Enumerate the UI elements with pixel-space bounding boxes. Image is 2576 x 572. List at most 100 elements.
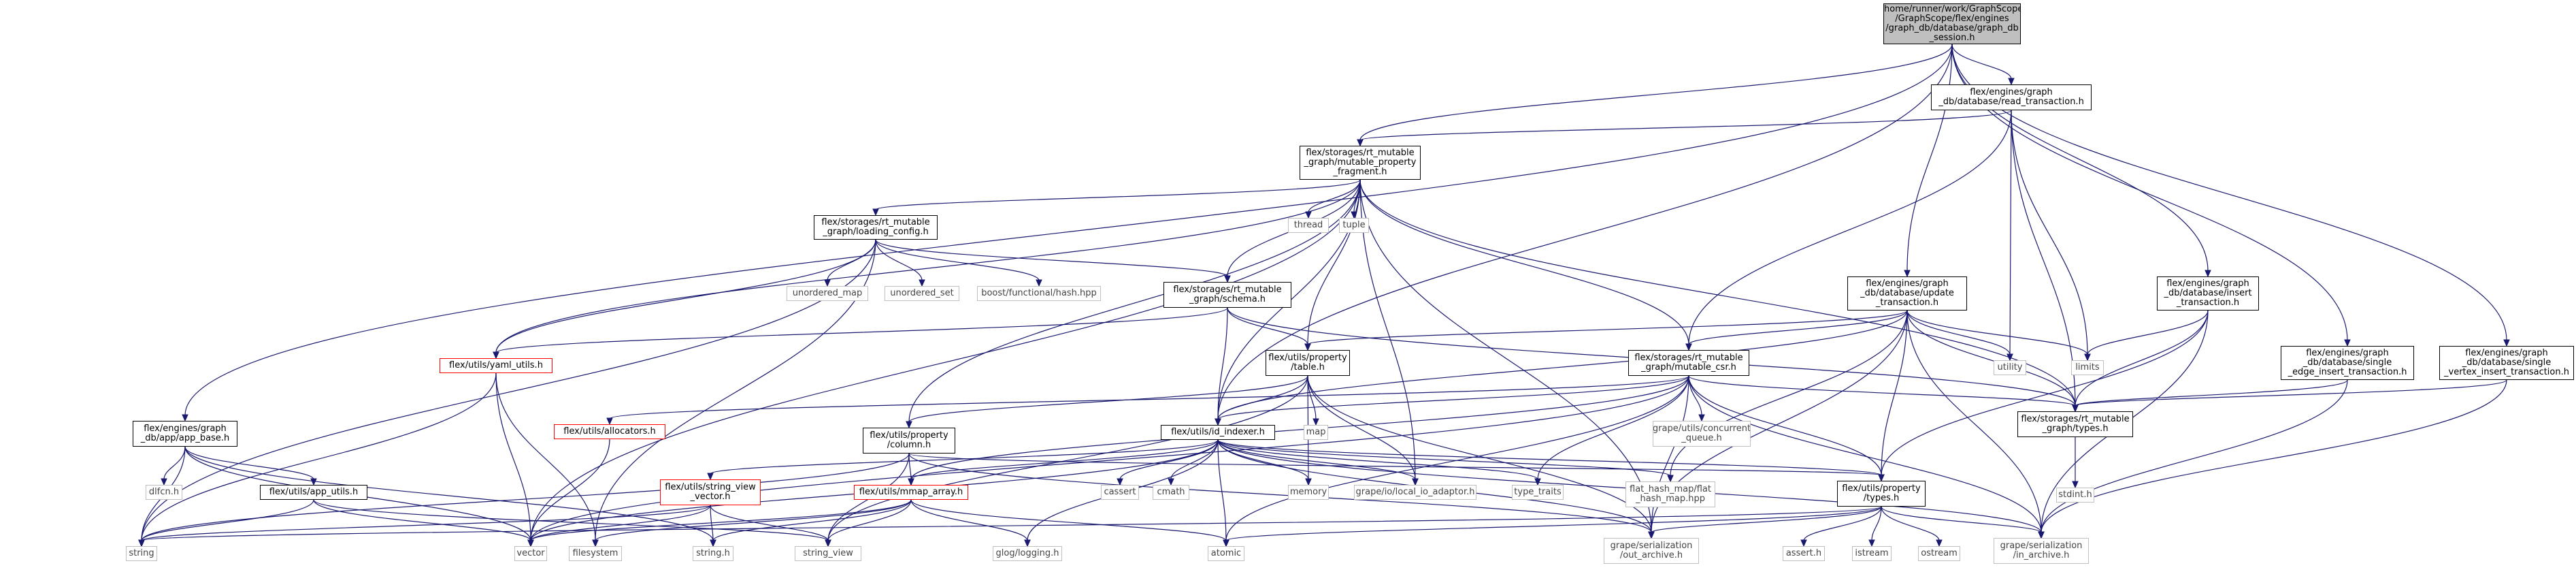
node-vector: vector (514, 546, 547, 561)
include-edge (1170, 439, 1219, 480)
edge-arrowhead (1698, 414, 1705, 422)
include-edge (910, 499, 1227, 541)
include-edge (2075, 379, 2348, 407)
include-edge (1651, 506, 1882, 533)
node-flex-engines-graph-db-database-read-transaction-h[interactable]: flex/engines/graph _db/database/read_tra… (1931, 84, 2092, 110)
edge-arrowhead (1800, 539, 1807, 547)
node-glog-logging-h: glog/logging.h (993, 546, 1062, 561)
edge-arrowhead (182, 414, 188, 422)
include-edge (141, 499, 314, 541)
include-edge (1225, 375, 1689, 541)
include-edge (1217, 439, 1416, 480)
edge-arrowhead (1036, 279, 1042, 287)
include-edge (1688, 310, 1908, 345)
node-flex-storages-rt-mutable-graph-mutable-csr-h[interactable]: flex/storages/rt_mutable _graph/mutable_… (1628, 350, 1749, 376)
edge-arrowhead (2072, 481, 2079, 489)
include-edge (875, 239, 1228, 277)
node-flex-utils-mmap-array-h[interactable]: flex/utils/mmap_array.h (854, 485, 968, 500)
include-edge (710, 439, 1219, 475)
include-edge (712, 499, 912, 541)
include-edge (1307, 179, 1361, 345)
node-flex-storages-rt-mutable-graph-loading-config-h[interactable]: flex/storages/rt_mutable _graph/loading_… (814, 215, 938, 240)
node-cmath: cmath (1153, 485, 1189, 500)
edge-arrowhead (1304, 343, 1311, 351)
node-ostream: ostream (1918, 546, 1960, 561)
node-atomic: atomic (1208, 546, 1244, 561)
node-string-view: string_view (795, 546, 861, 561)
edge-arrowhead (872, 208, 879, 217)
node-flex-utils-property-table-h[interactable]: flex/utils/property /table.h (1266, 350, 1350, 376)
include-edge (1217, 439, 1309, 480)
node-flex-storages-rt-mutable-graph-mutable-property-fragment-h[interactable]: flex/storages/rt_mutable _graph/mutable_… (1300, 146, 1421, 180)
include-edge (908, 453, 1652, 533)
node-graph-db-session-root[interactable]: /home/runner/work/GraphScope /GraphScope… (1883, 3, 2021, 44)
node-flex-engines-graph-db-database-single-vertex-insert-transaction-h[interactable]: flex/engines/graph _db/database/single _… (2439, 346, 2574, 380)
node-string-h: string.h (693, 546, 733, 561)
node-flex-storages-rt-mutable-graph-schema-h[interactable]: flex/storages/rt_mutable _graph/schema.h (1163, 282, 1291, 308)
node-flex-engines-graph-db-database-single-edge-insert-transaction-h[interactable]: flex/engines/graph _db/database/single _… (2281, 346, 2414, 380)
node-limits: limits (2071, 360, 2104, 375)
include-edge (1217, 375, 1689, 420)
node-flex-storages-rt-mutable-graph-types-h[interactable]: flex/storages/rt_mutable _graph/types.h (2017, 411, 2133, 437)
edge-arrowhead (1534, 478, 1541, 486)
edge-arrowhead (1667, 475, 1674, 483)
edge-arrowhead (161, 478, 167, 486)
edge-arrowhead (1312, 418, 1319, 426)
include-edge (1951, 44, 2012, 80)
edge-arrowhead (707, 473, 714, 481)
node-flex-engines-graph-db-database-update-transaction-h[interactable]: flex/engines/graph _db/database/update _… (1847, 276, 1967, 311)
node-flex-utils-allocators-h[interactable]: flex/utils/allocators.h (554, 424, 665, 439)
include-edge (495, 372, 531, 541)
include-edge (1359, 179, 1689, 345)
edge-arrowhead (606, 417, 613, 426)
include-edge (1307, 375, 1652, 533)
node-assert-h: assert.h (1783, 546, 1825, 561)
include-edge (2087, 310, 2209, 355)
include-edge (1951, 44, 2209, 272)
include-edge (1227, 307, 1308, 345)
include-edge (1906, 310, 2042, 533)
node-dlfcn-h: dlfcn.h (146, 485, 182, 500)
include-edge (1906, 310, 2011, 355)
include-edge (1881, 310, 1908, 476)
include-edge (1359, 179, 2076, 407)
edge-arrowhead (2072, 404, 2079, 413)
node-grape-serialization-in-archive-h: grape/serialization /in_archive.h (1994, 538, 2089, 564)
include-edge (875, 179, 1361, 210)
node-flex-utils-yaml-utils-h[interactable]: flex/utils/yaml_utils.h (440, 358, 552, 373)
include-edge (141, 372, 497, 541)
node-flex-utils-string-view-vector-h[interactable]: flex/utils/string_view _vector.h (660, 479, 761, 505)
include-edge (2011, 110, 2088, 355)
include-edge (1359, 179, 1652, 533)
node-flex-engines-graph-db-app-app-base-h[interactable]: flex/engines/graph _db/app/app_base.h (133, 421, 237, 447)
include-edge (908, 453, 912, 480)
edge-arrowhead (1224, 275, 1231, 283)
include-edge (141, 453, 910, 541)
edge-arrowhead (906, 421, 912, 429)
include-edge (908, 375, 1308, 423)
node-string: string (126, 546, 157, 561)
node-grape-utils-concurrent-queue-h: grape/utils/concurrent _queue.h (1653, 421, 1751, 447)
node-flex-utils-property-column-h[interactable]: flex/utils/property /column.h (863, 428, 955, 454)
include-edge (495, 179, 1361, 353)
node-grape-serialization-out-archive-h: grape/serialization /out_archive.h (1604, 538, 1699, 564)
include-edge (1651, 375, 1689, 533)
node-flat-hash-map-flat-hash-map-hpp: flat_hash_map/flat _hash_map.hpp (1625, 481, 1715, 507)
node-flex-utils-app-utils-h[interactable]: flex/utils/app_utils.h (260, 485, 367, 500)
edge-arrowhead (1648, 531, 1655, 539)
node-flex-engines-graph-db-database-insert-transaction-h[interactable]: flex/engines/graph _db/database/insert _… (2157, 276, 2259, 311)
include-edge (495, 307, 1228, 353)
include-edge (530, 499, 912, 541)
include-edge (2011, 110, 2076, 407)
include-edge (530, 505, 711, 541)
include-edge (1688, 375, 2076, 407)
include-edge (184, 446, 714, 541)
include-edge (1906, 44, 1953, 272)
node-flex-utils-property-types-h[interactable]: flex/utils/property /types.h (1837, 481, 1926, 507)
include-edge (141, 506, 1882, 541)
node-cassert: cassert (1101, 485, 1139, 500)
node-flex-utils-id-indexer-h[interactable]: flex/utils/id_indexer.h (1161, 425, 1275, 440)
edge-arrowhead (919, 279, 925, 287)
include-edge (1307, 310, 1908, 345)
edge-arrowhead (2344, 339, 2351, 347)
